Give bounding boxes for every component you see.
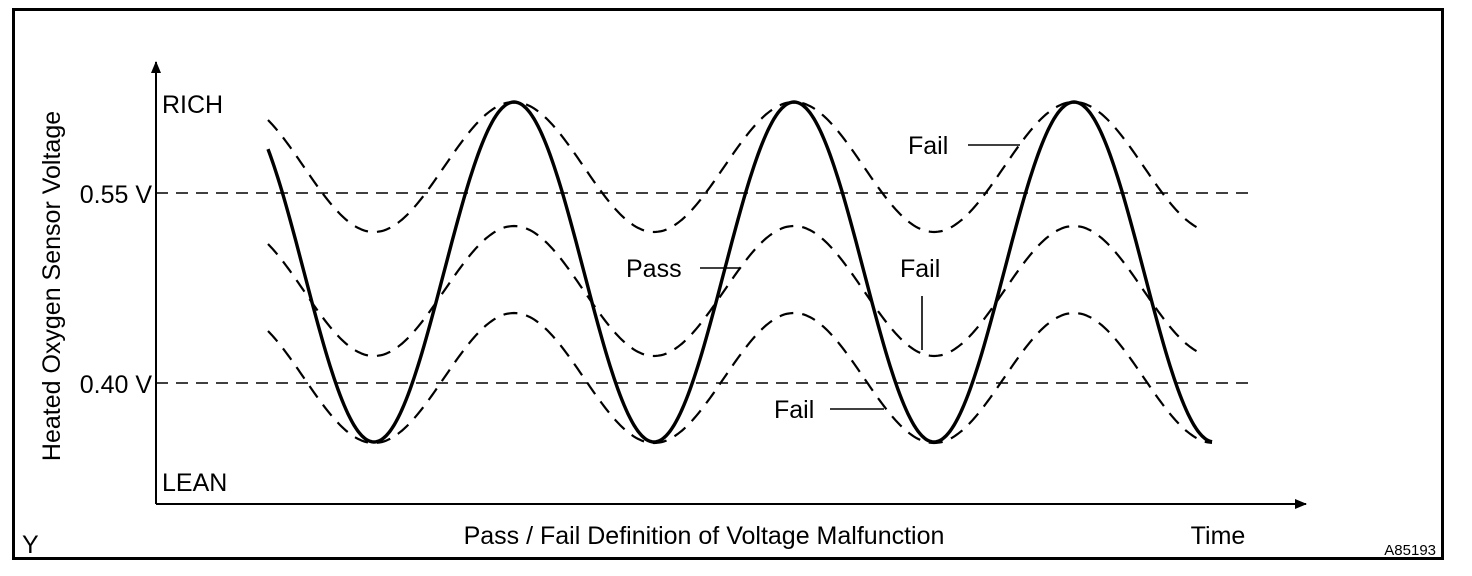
pass-waveform [266,100,1213,444]
fail-waveform-lower [267,311,1213,445]
fail-waveform-upper [267,100,1199,234]
figure-id: A85193 [1384,542,1436,559]
lean-label: LEAN [162,469,227,497]
fail-waveform-middle [267,224,1199,358]
threshold-low-label: 0.40 V [80,371,153,399]
fail-label-upper: Fail [908,132,948,160]
threshold-high-label: 0.55 V [80,181,153,209]
fail-label-lower: Fail [774,396,814,424]
corner-label: Y [22,531,39,559]
diagram-frame [12,8,1444,560]
x-axis-label: Time [1191,522,1246,550]
caption: Pass / Fail Definition of Voltage Malfun… [464,522,945,550]
y-axis-label: Heated Oxygen Sensor Voltage [38,111,66,461]
pass-label: Pass [626,255,682,283]
rich-label: RICH [162,91,223,119]
fail-label-middle: Fail [900,255,940,283]
